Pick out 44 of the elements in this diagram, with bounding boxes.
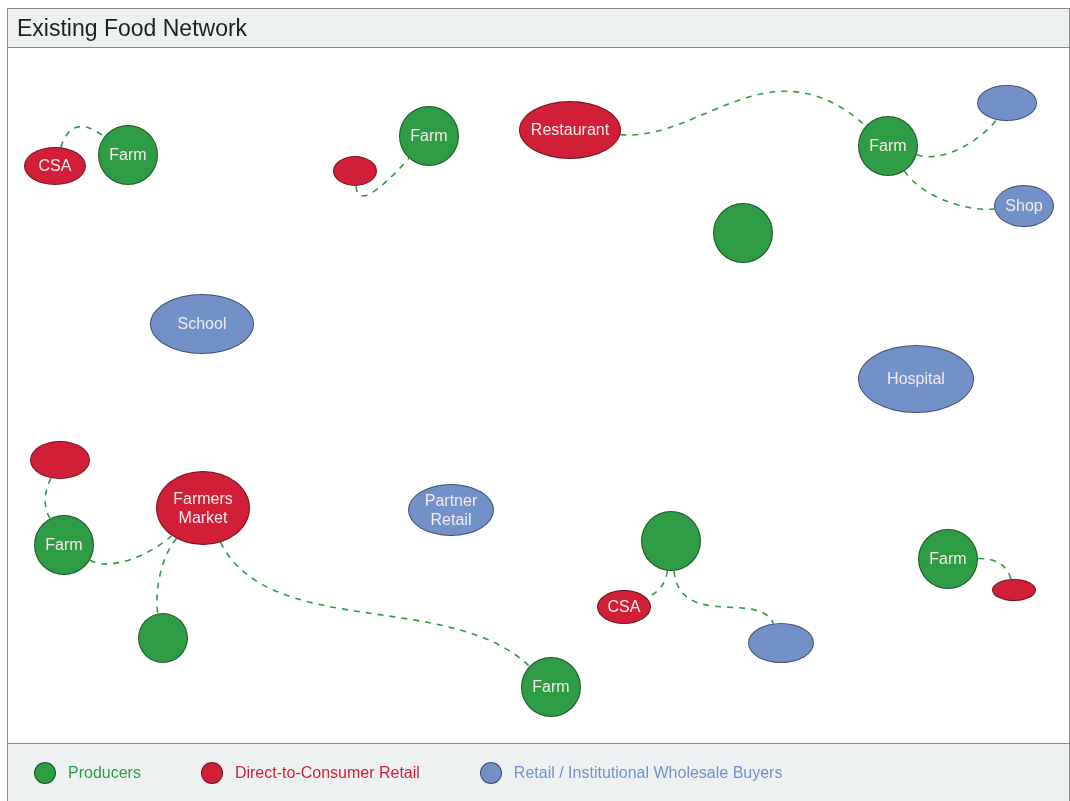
- dashed-connector: [89, 534, 173, 565]
- node-label: School: [176, 314, 228, 334]
- node-label: Shop: [1004, 196, 1044, 216]
- node-label: Partner Retail: [423, 490, 479, 530]
- node-label: Farmers Market: [172, 488, 234, 528]
- legend-label: Retail / Institutional Wholesale Buyers: [513, 763, 783, 782]
- node-label: Farm: [868, 136, 908, 156]
- producer-node: [399, 106, 459, 166]
- dashed-connector: [915, 119, 998, 158]
- legend-label: Producers: [68, 763, 141, 782]
- producer-node: [521, 657, 581, 717]
- node-label: Farm: [409, 126, 449, 146]
- producer-node: [98, 125, 158, 185]
- node-label: Restaurant: [529, 120, 611, 140]
- node-label: CSA: [606, 597, 642, 617]
- retail-node: [30, 441, 90, 479]
- dashed-connector: [673, 570, 775, 625]
- dashed-connector: [60, 125, 105, 149]
- dashed-connector: [903, 170, 996, 211]
- retail-node: [333, 156, 377, 186]
- buyer-node: [748, 623, 814, 663]
- node-label: Farm: [44, 535, 84, 555]
- node-label: Hospital: [886, 369, 946, 389]
- producer-node: [138, 613, 188, 663]
- producer-node: [858, 116, 918, 176]
- producer-node: [34, 515, 94, 575]
- node-label: CSA: [37, 156, 73, 176]
- producer-node: [641, 511, 701, 571]
- diagram-title: Existing Food Network: [17, 14, 248, 42]
- producer-node: [713, 203, 773, 263]
- node-label: Farm: [108, 145, 148, 165]
- dashed-connector: [977, 557, 1012, 580]
- retail-node: [597, 590, 651, 624]
- dashed-connector: [44, 477, 52, 520]
- legend-label: Direct-to-Consumer Retail: [234, 763, 420, 782]
- producer-node: [918, 529, 978, 589]
- buyer-node: [994, 185, 1054, 227]
- retail-node: [992, 579, 1036, 601]
- node-label: Farm: [928, 549, 968, 569]
- dashed-connector: [219, 541, 531, 667]
- node-label: Farm: [531, 677, 571, 697]
- buyer-node: [977, 85, 1037, 121]
- dashed-connector: [355, 157, 410, 197]
- dashed-connector: [156, 537, 178, 615]
